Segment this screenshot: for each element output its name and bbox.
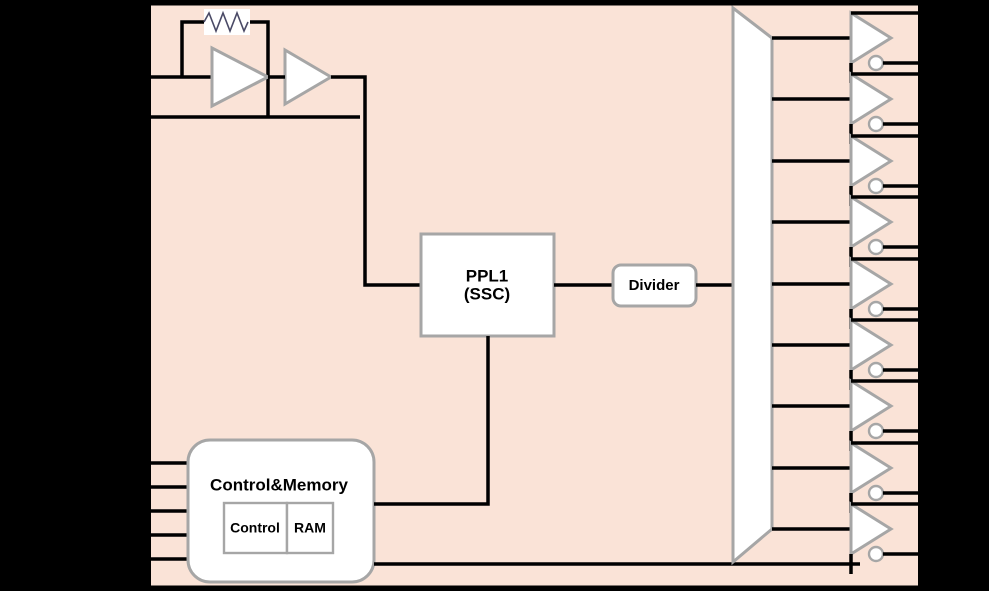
inverting-bubble-icon [867, 422, 885, 440]
control-sub-block-label: Control [230, 520, 280, 536]
inverting-bubble-icon [867, 238, 885, 256]
control-memory-label: Control&Memory [210, 475, 348, 494]
buffer-triangle-icon [849, 133, 894, 189]
feedback-left-leg [180, 20, 204, 77]
control-to-pll-wire [374, 336, 490, 506]
output-buffer-bank [772, 10, 918, 574]
inverting-bubble-icon [867, 54, 885, 72]
feedback-resistor [203, 9, 250, 35]
ram-sub-block[interactable] [285, 501, 335, 555]
buffer-triangle-icon [849, 378, 894, 434]
inverting-bubble-icon [867, 300, 885, 318]
fanout-trapezoid-block[interactable] [731, 4, 774, 566]
inverting-bubble-icon [867, 115, 885, 133]
crystal-oscillator-amp [210, 45, 272, 109]
buffer-triangle-icon [849, 256, 894, 312]
differential-output-buffer[interactable] [772, 71, 918, 144]
buffer-triangle-icon [849, 317, 894, 373]
buffer-triangle-icon [849, 71, 894, 127]
buffer-triangle-icon [849, 501, 894, 557]
differential-output-buffer[interactable] [772, 317, 918, 390]
differential-output-buffer[interactable] [772, 256, 918, 329]
inverting-bubble-icon [867, 484, 885, 502]
buffer-triangle-icon [849, 10, 894, 66]
amp2-to-pll-wire [331, 75, 421, 287]
pll1-ssc-block[interactable]: PPL1 (SSC) [419, 232, 556, 338]
pll1-ssc-block-body [419, 232, 556, 338]
differential-output-buffer[interactable] [772, 501, 918, 574]
crystal-oscillator-amp-icon [210, 45, 272, 109]
fanout-trapezoid-body [731, 4, 774, 566]
divider-label: Divider [629, 277, 680, 294]
divider-block[interactable]: Divider [611, 263, 698, 308]
buffer-triangle-icon [849, 194, 894, 250]
oscillator-feedback-net [180, 20, 270, 117]
resistor-zigzag-icon [203, 10, 249, 34]
control-memory-block[interactable]: Control&Memory Control RAM [186, 438, 376, 584]
buffer-triangle-icon [849, 440, 894, 496]
differential-output-buffer[interactable] [772, 10, 918, 83]
inverting-bubble-icon [867, 361, 885, 379]
inverting-bubble-icon [867, 177, 885, 195]
differential-output-buffer[interactable] [772, 194, 918, 267]
inverting-bubble-icon [867, 545, 885, 563]
oscillator-to-pll-net [268, 75, 421, 287]
chip-outline [151, 2, 918, 589]
pll1-label-line2: (SSC) [464, 284, 510, 303]
ram-sub-block-label: RAM [294, 520, 326, 536]
feedback-right-leg [250, 20, 270, 117]
pll1-label-line1: PPL1 [466, 266, 509, 285]
